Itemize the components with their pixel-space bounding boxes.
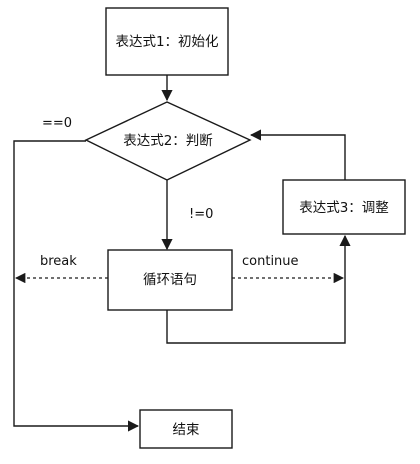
edges <box>13 75 351 432</box>
node-body-label: 循环语句 <box>143 272 197 288</box>
edge-label-continue: continue <box>242 254 299 269</box>
edge-label-ne-zero: !=0 <box>189 207 213 222</box>
node-end: 结束 <box>139 409 233 449</box>
edge-cond-to-end <box>13 140 140 432</box>
node-update: 表达式3：调整 <box>282 179 406 235</box>
edge-body-to-update <box>166 234 351 344</box>
node-cond-label: 表达式2：判断 <box>123 133 213 149</box>
node-cond: 表达式2：判断 <box>84 101 252 181</box>
node-init: 表达式1：初始化 <box>105 7 229 76</box>
node-body: 循环语句 <box>107 249 233 311</box>
node-end-label: 结束 <box>173 422 200 438</box>
edge-label-eq-zero: ==0 <box>42 116 72 131</box>
node-init-label: 表达式1：初始化 <box>115 33 218 50</box>
node-update-label: 表达式3：调整 <box>299 200 389 216</box>
edge-update-to-cond <box>249 129 346 180</box>
edge-label-break: break <box>40 254 77 269</box>
